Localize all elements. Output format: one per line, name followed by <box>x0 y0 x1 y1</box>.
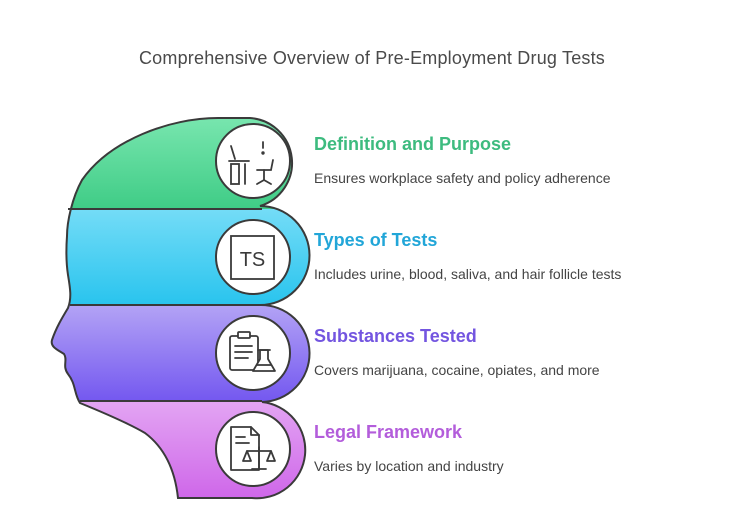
icon-circle-definition <box>215 123 291 199</box>
section-description: Covers marijuana, cocaine, opiates, and … <box>314 362 600 378</box>
ts-text-icon: TS <box>230 235 275 280</box>
icon-circle-types <box>215 219 291 295</box>
section-description: Varies by location and industry <box>314 458 504 474</box>
icon-circle-substances <box>215 315 291 391</box>
page-title: Comprehensive Overview of Pre-Employment… <box>138 48 606 68</box>
section-substances: Substances Tested Covers marijuana, coca… <box>314 325 734 379</box>
section-heading: Types of Tests <box>314 230 438 250</box>
clipboard-flask-icon <box>229 331 276 372</box>
desk-chair-icon <box>228 141 274 185</box>
document-scales-icon <box>230 426 276 471</box>
section-heading: Legal Framework <box>314 422 463 442</box>
section-description: Ensures workplace safety and policy adhe… <box>314 170 611 186</box>
section-heading: Substances Tested <box>314 326 477 346</box>
section-legal: Legal Framework Varies by location and i… <box>314 421 734 475</box>
section-heading: Definition and Purpose <box>314 134 512 154</box>
icon-circle-legal <box>215 411 291 487</box>
ts-icon-text: TS <box>240 249 266 271</box>
section-description: Includes urine, blood, saliva, and hair … <box>314 266 622 282</box>
section-definition: Definition and Purpose Ensures workplace… <box>314 133 734 187</box>
section-types: Types of Tests Includes urine, blood, sa… <box>314 229 734 283</box>
